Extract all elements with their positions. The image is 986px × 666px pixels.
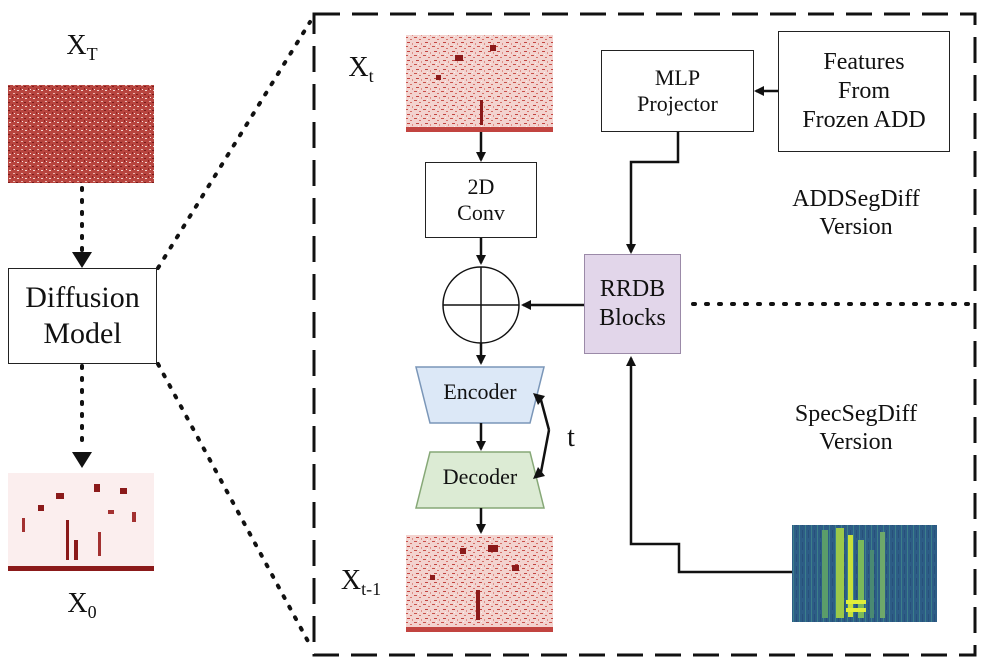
zoom-line-top — [156, 20, 312, 270]
xt-image — [406, 35, 553, 132]
xt-1-image — [406, 535, 553, 632]
decoder-label: Decoder — [442, 464, 518, 489]
encoder-shape — [415, 366, 545, 424]
sum-node — [442, 266, 520, 344]
x0-label: X0 — [67, 588, 97, 622]
xt-1-label: Xt-1 — [340, 565, 382, 599]
decoder-shape — [415, 451, 545, 509]
zoom-line-bottom — [156, 362, 312, 647]
conv-2d-box: 2D Conv — [425, 162, 537, 238]
diffusion-model-box: Diffusion Model — [8, 268, 157, 364]
mlp-projector-box: MLP Projector — [601, 50, 754, 132]
spectrogram-image — [792, 525, 937, 622]
features-frozen-add-box: Features From Frozen ADD — [778, 31, 950, 152]
rrdb-blocks-box: RRDB Blocks — [584, 254, 681, 354]
xt-label: Xt — [348, 52, 374, 86]
add-version-label: ADDSegDiff Version — [792, 186, 920, 240]
xT-label: XT — [66, 30, 98, 64]
xT-noise-image — [8, 85, 154, 183]
timestep-label: t — [567, 422, 575, 453]
zoom-region-border — [312, 12, 977, 657]
encoder-label: Encoder — [443, 379, 517, 404]
spec-version-label: SpecSegDiff Version — [794, 401, 918, 455]
x0-mask-image — [8, 473, 154, 571]
